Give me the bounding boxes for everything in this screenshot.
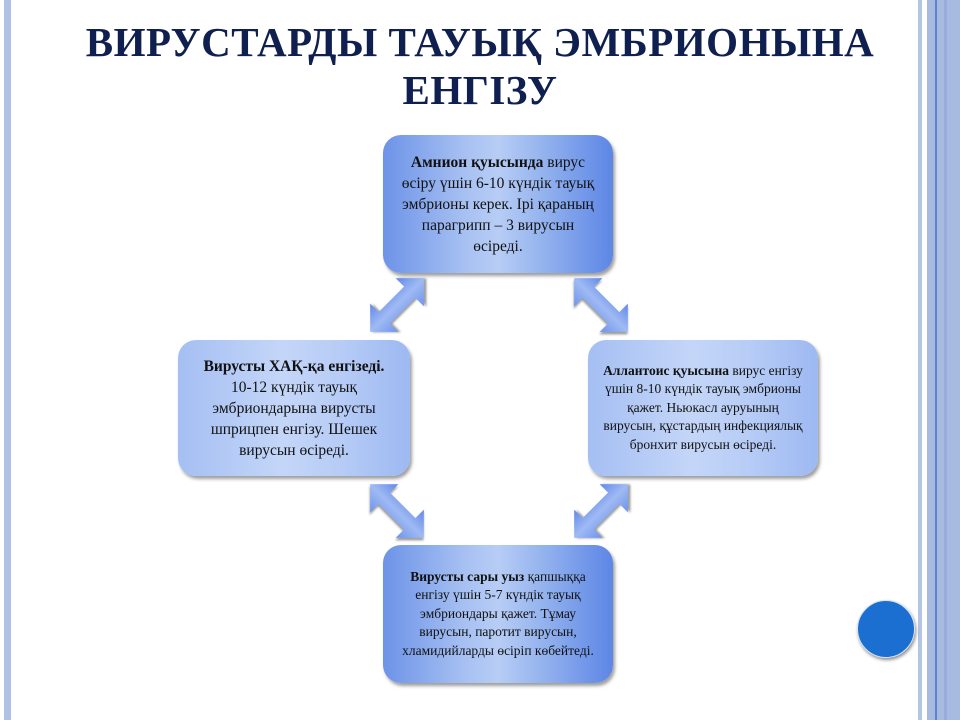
left-border-stripe — [4, 0, 11, 720]
box-cam: Вирусты ХАҚ-қа енгізеді. 10-12 күндік та… — [178, 340, 410, 476]
double-arrow-icon-bottom-right — [560, 470, 642, 552]
slide-title: ВИРУСТАРДЫ ТАУЫҚ ЭМБРИОНЫНА ЕНГІЗУ — [40, 18, 920, 114]
box-cam-bold: Вирусты ХАҚ-қа енгізеді. — [203, 357, 385, 375]
box-allantois-bold: Аллантоис қуысына — [603, 362, 729, 378]
box-yolk-sac-text: қапшыққа енгізу үшін 5-7 күндік тауық эм… — [402, 568, 594, 658]
double-arrow-icon-top-right — [560, 264, 642, 346]
title-line-2: ЕНГІЗУ — [402, 67, 558, 113]
box-yolk-sac: Вирусты сары уыз қапшыққа енгізу үшін 5-… — [383, 545, 613, 683]
box-yolk-sac-bold: Вирусты сары уыз — [410, 568, 525, 584]
box-amnion-text: вирус өсіру үшін 6-10 күндік тауық эмбри… — [401, 153, 595, 255]
right-border-line-2 — [944, 0, 947, 720]
box-amnion-bold: Амнион қуысында — [410, 153, 544, 171]
right-border-stripe — [918, 0, 922, 720]
double-arrow-icon-bottom-left — [356, 470, 438, 552]
box-allantois: Аллантоис қуысына вирус енгізу үшін 8-10… — [588, 340, 818, 476]
double-arrow-icon-top-left — [356, 264, 438, 346]
box-allantois-text: вирус енгізу үшін 8-10 күндік тауық эмбр… — [603, 362, 803, 452]
right-border-line — [935, 0, 937, 720]
right-border-band — [927, 0, 960, 720]
decorative-circle-icon — [857, 600, 915, 658]
title-line-1: ВИРУСТАРДЫ ТАУЫҚ ЭМБРИОНЫНА — [85, 19, 875, 65]
box-amnion: Амнион қуысында вирус өсіру үшін 6-10 кү… — [383, 135, 613, 273]
box-cam-text: 10-12 күндік тауық эмбриондарына вирусты… — [210, 378, 378, 459]
